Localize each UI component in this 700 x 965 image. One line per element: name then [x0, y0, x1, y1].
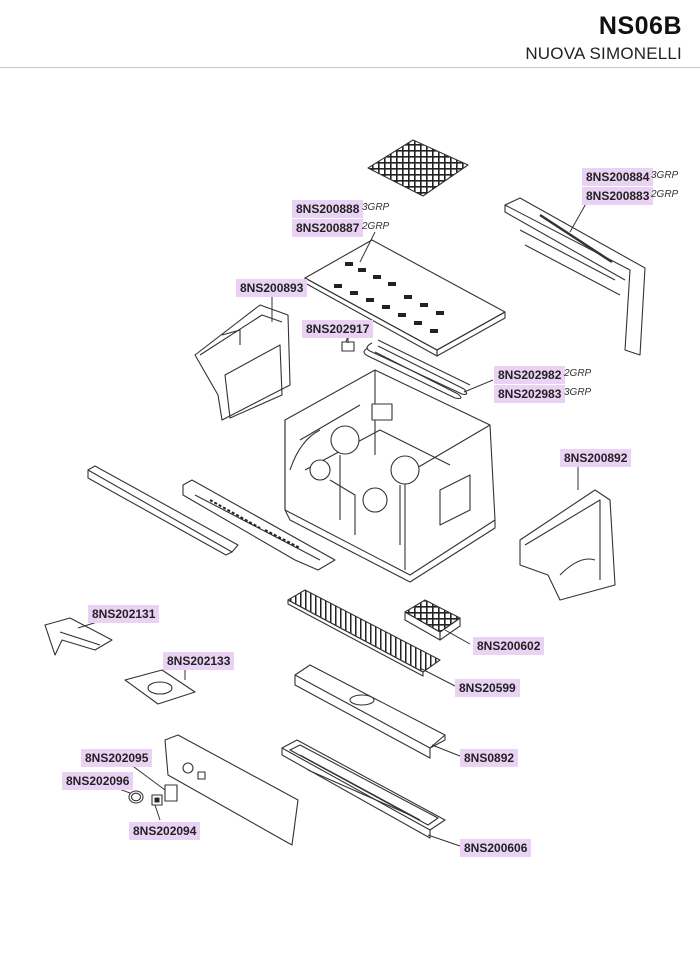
part-label-8ns202917: 8NS202917	[302, 320, 374, 338]
part-label-8ns200888: 8NS200888	[292, 200, 364, 218]
machine-chassis	[284, 369, 496, 583]
small-grill	[404, 599, 461, 641]
part-note-3grp: 3GRP	[362, 202, 390, 213]
drip-tray-base	[281, 739, 446, 839]
part-label-8ns200606: 8NS200606	[460, 839, 532, 857]
part-note-2grp: 2GRP	[564, 368, 592, 379]
brand-name: NUOVA SIMONELLI	[525, 44, 682, 63]
o-ring-part	[128, 790, 144, 804]
part-note-2grp: 2GRP	[362, 221, 390, 232]
small-connector	[151, 794, 163, 806]
part-label-8ns200893: 8NS200893	[236, 279, 308, 297]
part-label-8ns0892: 8NS0892	[460, 749, 519, 767]
header-divider	[0, 67, 700, 68]
part-label-8ns202982: 8NS202982	[494, 366, 566, 384]
part-note-3grp: 3GRP	[564, 387, 592, 398]
left-rail	[87, 465, 239, 556]
part-label-8ns200884: 8NS200884	[582, 168, 654, 186]
part-label-8ns202094: 8NS202094	[129, 822, 201, 840]
drip-tray-grill	[287, 589, 441, 677]
drip-tray	[294, 664, 446, 759]
part-label-8ns200602: 8NS200602	[473, 637, 545, 655]
part-label-8ns202983: 8NS202983	[494, 385, 566, 403]
part-label-8ns202131: 8NS202131	[88, 605, 160, 623]
mounting-plate	[124, 669, 196, 705]
top-cup-grid	[367, 139, 469, 197]
left-bracket	[44, 617, 113, 656]
part-label-8ns200887: 8NS200887	[292, 219, 364, 237]
model-title: NS06B	[598, 12, 682, 40]
part-note-3grp: 3GRP	[651, 170, 679, 181]
part-label-8ns202096: 8NS202096	[62, 772, 134, 790]
front-panel	[182, 479, 336, 571]
lower-front-panel	[164, 734, 299, 846]
part-label-8ns20599: 8NS20599	[455, 679, 520, 697]
part-label-8ns200892: 8NS200892	[560, 449, 632, 467]
rear-panel	[504, 197, 646, 356]
right-side-panel	[519, 489, 616, 601]
part-label-8ns200883: 8NS200883	[582, 187, 654, 205]
top-cover-panel	[304, 239, 506, 357]
part-label-8ns202133: 8NS202133	[163, 652, 235, 670]
bracket-clip	[164, 784, 178, 802]
part-label-8ns202095: 8NS202095	[81, 749, 153, 767]
left-side-panel	[194, 304, 291, 421]
part-note-2grp: 2GRP	[651, 189, 679, 200]
